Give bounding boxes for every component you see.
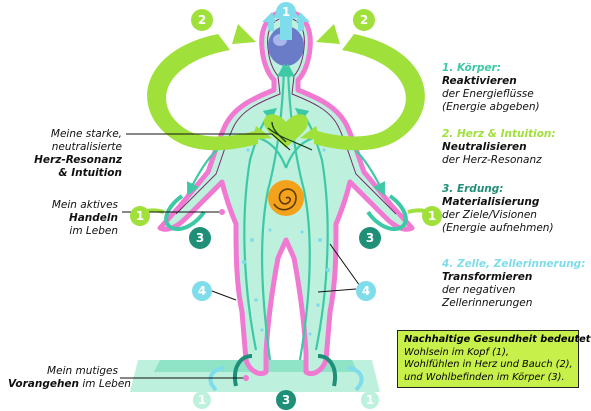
marker-bottom-3: 3 [276, 390, 296, 410]
summary-line-3: und Wohlbefinden im Körper (3). [404, 371, 565, 383]
marker-top-1: 1 [276, 2, 296, 22]
svg-text:3: 3 [282, 393, 290, 407]
item-herz-intuition: 2. Herz & Intuition: Neutralisieren der … [442, 128, 556, 166]
svg-text:4: 4 [362, 284, 370, 298]
foot-swirls [208, 354, 364, 392]
marker-right-3: 3 [359, 227, 381, 249]
svg-text:2: 2 [198, 13, 206, 27]
svg-text:1: 1 [428, 209, 436, 223]
marker-top-left-2: 2 [191, 9, 213, 31]
summary-line-1: Wohlsein im Kopf (1), [404, 346, 510, 358]
svg-text:1: 1 [366, 393, 374, 407]
leader-dots [219, 209, 249, 381]
marker-left-4: 4 [192, 281, 212, 301]
marker-left-1: 1 [130, 206, 150, 226]
marker-left-3: 3 [189, 227, 211, 249]
label-courage: Mein mutiges Vorangehen im Leben [8, 365, 131, 390]
marker-right-4: 4 [356, 281, 376, 301]
energy-lines [187, 63, 385, 361]
svg-text:3: 3 [196, 231, 204, 245]
label-heart-resonance: Meine starke, neutralisierte Herz-Resona… [34, 128, 122, 179]
item-erdung: 3. Erdung: Materialisierung der Ziele/Vi… [442, 183, 554, 234]
svg-text:3: 3 [366, 231, 374, 245]
svg-text:1: 1 [136, 209, 144, 223]
marker-right-1: 1 [422, 206, 442, 226]
svg-text:2: 2 [360, 13, 368, 27]
item-zelle: 4. Zelle, Zellerinnerung: Transformieren… [442, 258, 586, 309]
label-active-action: Mein aktives Handeln im Leben [51, 199, 118, 237]
marker-top-right-2: 2 [353, 9, 375, 31]
dot-particles [241, 148, 331, 336]
svg-text:4: 4 [198, 284, 206, 298]
heart-shape [263, 114, 309, 148]
svg-text:1: 1 [282, 5, 290, 19]
svg-text:1: 1 [198, 393, 206, 407]
green-energy-arcs [147, 24, 425, 151]
summary-line-2: Wohlfühlen in Herz und Bauch (2), [404, 359, 573, 370]
summary-box: Nachhaltige Gesundheit bedeutet: Wohlsei… [397, 330, 591, 388]
summary-heading: Nachhaltige Gesundheit bedeutet: [404, 334, 591, 345]
item-koerper: 1. Körper: Reaktivieren der Energieflüss… [442, 62, 540, 113]
marker-bottom-left-1: 1 [193, 391, 211, 409]
marker-bottom-right-1: 1 [361, 391, 379, 409]
